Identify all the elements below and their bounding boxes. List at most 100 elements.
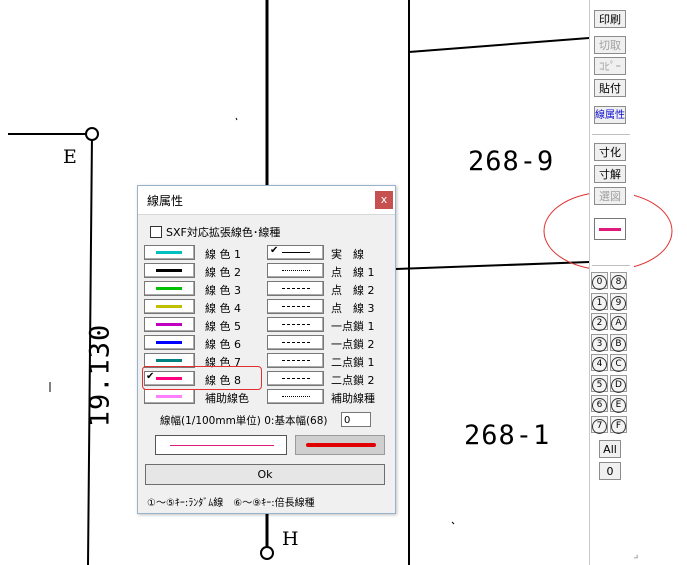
layer-button-label: 9: [611, 295, 626, 311]
parcel-number-top: 268-9: [468, 146, 555, 177]
line-color-swatch: [156, 305, 182, 308]
line-color-button[interactable]: [144, 245, 195, 260]
return-mark: ↵: [631, 553, 640, 564]
layer-button[interactable]: E: [610, 395, 627, 413]
layer-button[interactable]: 2: [591, 313, 608, 331]
line-color-label: 線 色 5: [205, 320, 241, 333]
line-type-sample: [282, 306, 310, 307]
survey-point: [85, 127, 99, 141]
survey-point: [260, 546, 274, 560]
layer-button[interactable]: B: [610, 333, 627, 352]
layer-button-label: 8: [611, 275, 626, 290]
line-attr-button[interactable]: 線属性: [594, 106, 626, 124]
dimension-button[interactable]: 寸化: [594, 143, 626, 161]
preview-thick-line: [306, 443, 376, 447]
line-color-label: 線 色 2: [205, 266, 241, 279]
layer-button[interactable]: 5: [591, 374, 608, 393]
line-color-label: 線 色 8: [205, 374, 241, 387]
line-color-swatch: [156, 395, 182, 398]
line-color-swatch: [156, 287, 182, 290]
layer-button[interactable]: 3: [591, 333, 608, 352]
line-width-label: 線幅(1/100mm単位) 0:基本幅(68): [160, 415, 328, 427]
line-type-button[interactable]: [267, 335, 324, 350]
line-color-button[interactable]: [144, 353, 195, 368]
layer-button-label: A: [611, 316, 626, 331]
line-type-sample: [282, 288, 310, 289]
line-type-label: 補助線種: [331, 392, 375, 405]
checkmark-icon: ✔: [270, 245, 279, 256]
copy-button[interactable]: ｺﾋﾟｰ: [594, 57, 626, 75]
layer-button[interactable]: 1: [591, 292, 608, 311]
layer-button[interactable]: 7: [591, 415, 608, 434]
dim-tick: [451, 521, 455, 525]
line-type-button[interactable]: [267, 353, 324, 368]
line-type-button[interactable]: [267, 299, 324, 314]
ok-button[interactable]: Ok: [145, 464, 385, 485]
cut-button[interactable]: 切取: [594, 36, 626, 54]
line-preview-thick: [295, 435, 385, 455]
print-button[interactable]: 印刷: [594, 10, 626, 28]
selection-highlight: [142, 366, 262, 390]
line-color-button[interactable]: [144, 389, 195, 404]
layer-button-label: 6: [592, 398, 607, 413]
all-button[interactable]: All: [599, 440, 621, 458]
line-type-sample: [282, 342, 310, 343]
layer-button[interactable]: A: [610, 313, 627, 331]
layer-button[interactable]: 6: [591, 395, 608, 413]
line-type-label: 点 線 2: [331, 284, 375, 297]
line-color-swatch: [156, 359, 182, 362]
layer-button[interactable]: C: [610, 354, 627, 372]
dim-break-button[interactable]: 寸解: [594, 165, 626, 183]
line-color-button[interactable]: [144, 299, 195, 314]
layer-button[interactable]: F: [610, 415, 627, 434]
select-figure-button[interactable]: 選図: [594, 187, 626, 205]
line-preview-thin: [155, 435, 287, 455]
line-type-button[interactable]: [267, 371, 324, 386]
layer-button[interactable]: 0: [591, 272, 608, 290]
line-type-sample: [282, 396, 310, 397]
layer-button-label: B: [611, 336, 626, 352]
line-type-button[interactable]: [267, 263, 324, 278]
sxf-checkbox[interactable]: [150, 226, 162, 238]
layer-button-label: 2: [592, 316, 607, 331]
current-line-color-swatch: [599, 228, 621, 231]
close-button[interactable]: x: [375, 191, 393, 209]
line-type-sample: [282, 252, 310, 253]
toolbar-separator: [592, 265, 630, 266]
line-type-button[interactable]: [267, 317, 324, 332]
zero-button[interactable]: 0: [599, 462, 621, 480]
line-color-label: 線 色 4: [205, 302, 241, 315]
paste-button[interactable]: 貼付: [594, 79, 626, 97]
line-type-label: 点 線 1: [331, 266, 375, 279]
line-type-button[interactable]: [267, 281, 324, 296]
layer-button[interactable]: D: [610, 374, 627, 393]
line-color-button[interactable]: [144, 335, 195, 350]
layer-button[interactable]: 9: [610, 292, 627, 311]
layer-button-label: E: [611, 398, 626, 413]
line-color-button[interactable]: [144, 281, 195, 296]
line-color-button[interactable]: [144, 317, 195, 332]
dialog-titlebar: 線属性 x: [138, 186, 395, 215]
parcel-number-bottom: 268-1: [464, 420, 551, 451]
layer-button[interactable]: 4: [591, 354, 608, 372]
boundary-line: [408, 37, 590, 53]
line-type-button[interactable]: [267, 245, 324, 260]
line-color-swatch: [156, 323, 182, 326]
line-type-label: 点 線 3: [331, 302, 375, 315]
layer-button[interactable]: 8: [610, 272, 627, 290]
line-width-input[interactable]: 0: [341, 412, 371, 427]
line-color-swatch: [156, 377, 182, 380]
line-color-button[interactable]: [144, 371, 195, 386]
boundary-line: [87, 133, 93, 565]
boundary-line: [395, 261, 590, 270]
line-type-button[interactable]: [267, 389, 324, 404]
layer-button-label: C: [611, 357, 626, 372]
dialog-title: 線属性: [147, 194, 184, 208]
current-line-color-button[interactable]: [594, 218, 626, 240]
checkmark-icon: ✔: [146, 371, 155, 382]
line-color-swatch: [156, 251, 182, 254]
line-color-label: 線 色 3: [205, 284, 241, 297]
line-color-button[interactable]: [144, 263, 195, 278]
